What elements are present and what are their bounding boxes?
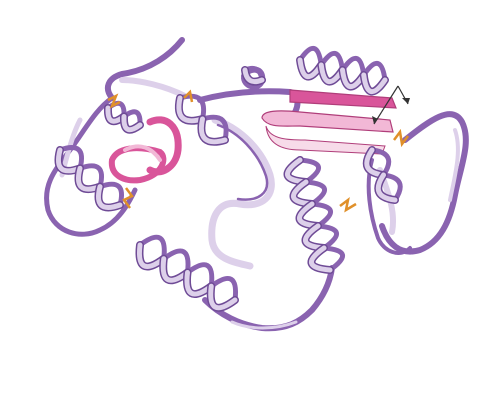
helix-bottom-left-turn-back <box>161 248 191 275</box>
coil-left-lobe <box>44 95 138 237</box>
disulfide-bond-3 <box>339 197 357 213</box>
helix-bottom-left-turn-front <box>208 283 238 311</box>
helix-right-small-turn-back <box>369 147 392 178</box>
helix-right-small-turn-front <box>375 172 398 203</box>
helix-top-right-turn-back <box>297 45 324 68</box>
coil-right-inner <box>366 158 412 255</box>
helix-left-a-turn-back <box>57 145 84 171</box>
pointer-arrow-2-head <box>402 98 410 104</box>
helix-bottom-left-turn-front <box>136 242 167 270</box>
helix-top-knot-turn-front <box>242 67 265 85</box>
helix-upper-left-turn-back <box>200 114 229 143</box>
helix-left-a-turn-back <box>97 181 124 208</box>
helix-top-right-turn-back <box>318 50 345 73</box>
helix-center-right-turn-back <box>315 223 339 251</box>
disulfide-bond-4 <box>393 128 409 148</box>
helices <box>54 45 403 312</box>
helix-top-right-turn-back <box>361 60 388 83</box>
helix-top-right <box>296 45 389 96</box>
helix-left-a-turn-back <box>77 163 104 190</box>
pointer-arrows <box>372 85 410 125</box>
helix-bottom-left-turn-back <box>208 275 239 303</box>
pointer-arrow-1 <box>373 85 399 125</box>
helix-bottom-left <box>135 234 239 312</box>
beta-strand-6 <box>123 144 162 162</box>
helix-center-right-turn-back <box>309 201 333 229</box>
pointer-arrow-1-head <box>372 116 378 124</box>
disulfide-bonds <box>107 89 409 213</box>
helix-upper-left <box>174 93 229 146</box>
helix-center-right-turn-back <box>321 245 345 273</box>
helix-right-small-turn-back <box>381 172 403 203</box>
helix-center-right-turn-back <box>303 179 327 207</box>
beta-strands <box>108 89 397 184</box>
helix-upper-left-turn-front <box>176 95 205 124</box>
helix-left-top <box>103 100 144 134</box>
helix-bottom-left-turn-back <box>185 262 215 289</box>
coil-bottom-light <box>230 320 298 330</box>
helix-right-small <box>362 146 403 204</box>
disulfide-bond-5 <box>183 89 194 103</box>
helix-left-a <box>54 145 124 212</box>
beta-strand-1 <box>289 89 397 109</box>
beta-strand-3 <box>265 125 386 155</box>
disulfide-bond-2 <box>122 187 134 209</box>
disulfide-bond-1 <box>107 93 121 109</box>
helix-top-right-turn-front <box>361 72 388 95</box>
coil-n-terminal <box>104 37 185 101</box>
helix-left-top-turn-front <box>121 114 143 133</box>
coil-middle-down <box>208 116 275 270</box>
helix-bottom-left-turn-back <box>137 234 167 262</box>
coil-middle-down-edge <box>216 123 269 201</box>
coil-n-terminal-highlight <box>119 77 188 99</box>
beta-strand-2 <box>261 110 394 133</box>
helix-bottom-left-turn-front <box>160 256 190 283</box>
coil-right-lobe-light <box>448 128 460 202</box>
helix-top-knot <box>241 65 266 86</box>
helix-top-right-turn-back <box>340 55 367 78</box>
helix-center-right <box>283 156 345 274</box>
helix-center-right-turn-front <box>309 245 333 273</box>
helix-left-a-turn-front <box>96 184 123 210</box>
helix-center-right-turn-back <box>297 157 321 185</box>
helix-bottom-left-turn-front <box>184 270 214 297</box>
helix-upper-left-turn-front <box>198 116 228 145</box>
